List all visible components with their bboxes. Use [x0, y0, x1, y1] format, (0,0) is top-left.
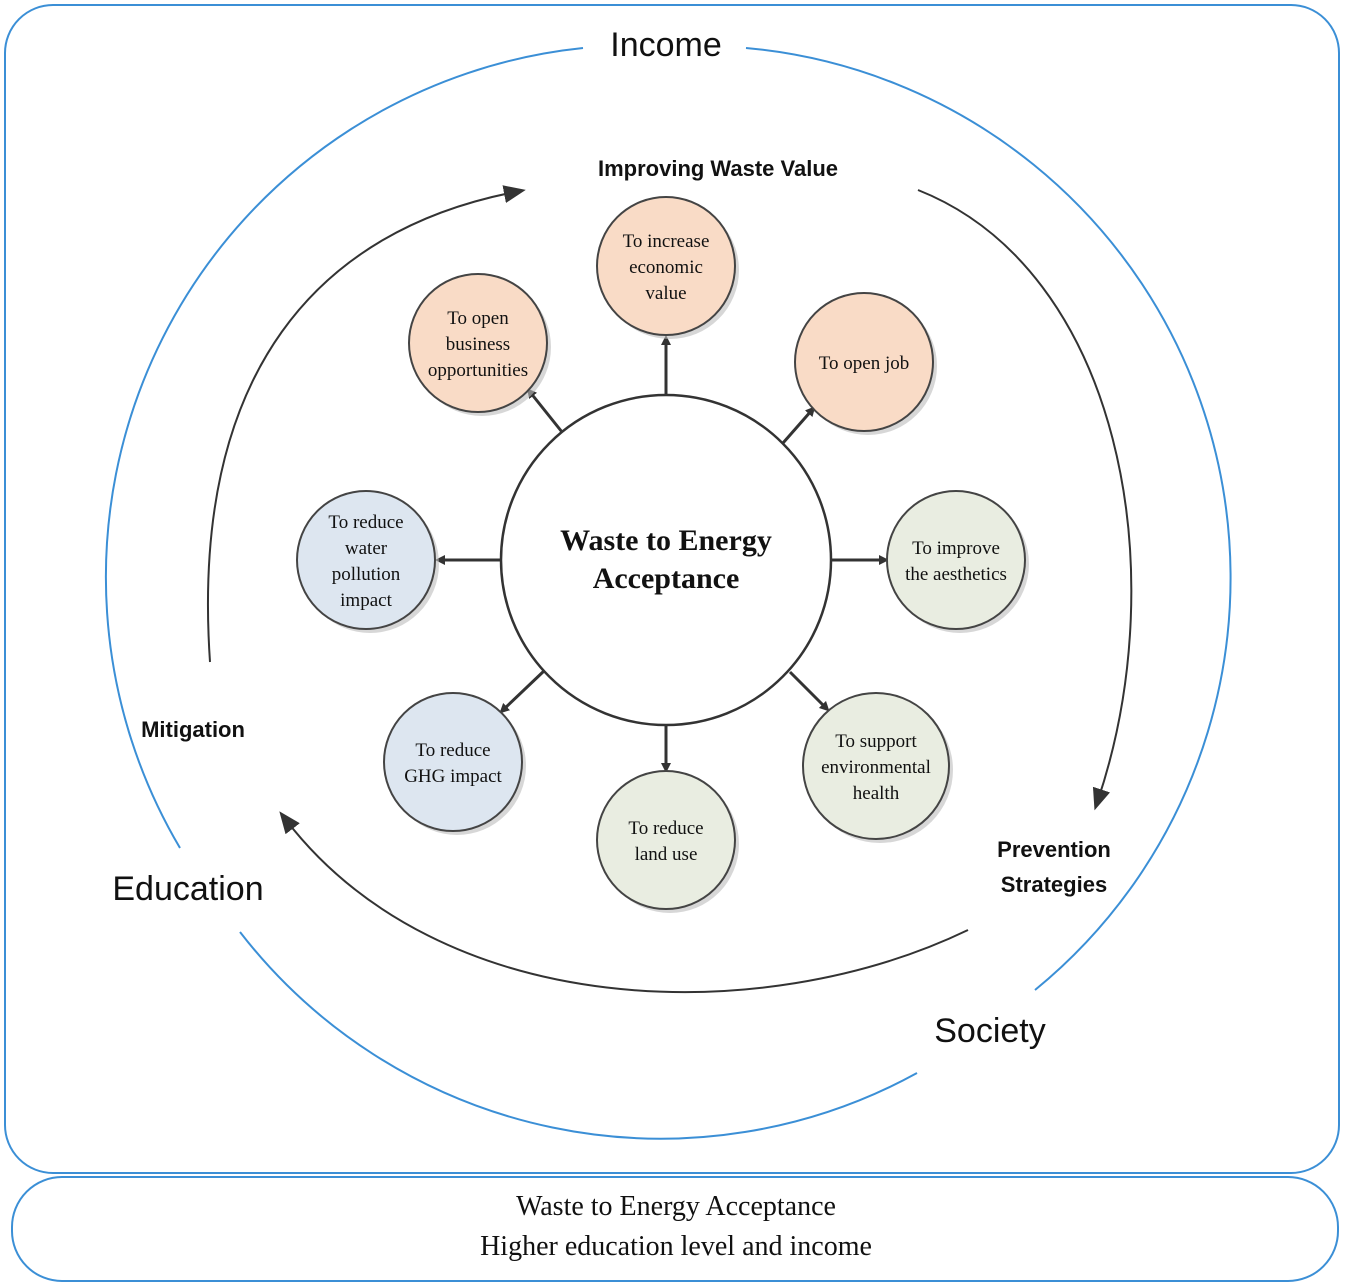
node-job: To open job: [794, 292, 937, 435]
spoke-arrow-ghg: [499, 668, 547, 714]
center-title-line1: Waste to Energy: [560, 524, 772, 557]
node-text-water: pollution: [332, 564, 401, 585]
center-circle: [499, 393, 833, 727]
footer-box: [11, 1176, 1339, 1282]
footer-line1: Waste to Energy Acceptance: [516, 1191, 836, 1222]
node-aesthetics: To improve the aesthetics: [886, 490, 1029, 633]
cycle-arrow-top: [206, 185, 526, 663]
node-text-economic: To increase: [623, 231, 710, 252]
cycle-arrow-right: [917, 189, 1133, 811]
node-text-water: To reduce: [328, 512, 403, 533]
node-economic: To increase economic value: [596, 196, 739, 339]
mitigation-label: Mitigation: [141, 717, 245, 742]
spoke-arrow-business: [526, 388, 564, 433]
center-title-line2: Acceptance: [593, 562, 740, 595]
node-text-ghg: GHG impact: [404, 766, 502, 787]
prevention-label-line1: Prevention: [997, 837, 1111, 862]
benefit-nodes: To increase economic value To open job To im…: [296, 196, 1029, 913]
node-circle-health: [802, 692, 950, 840]
node-text-job: To open job: [819, 353, 910, 374]
node-text-aesthetics: To improve: [912, 538, 1000, 559]
node-business: To open business opportunities: [408, 273, 551, 416]
cycle-arrow-bottom: [279, 811, 969, 993]
node-land: To reduce land use: [596, 770, 739, 913]
outer-blue-circle: [104, 47, 1232, 1140]
node-text-land: land use: [635, 844, 698, 865]
node-text-land: To reduce: [628, 818, 703, 839]
node-text-ghg: To reduce: [415, 740, 490, 761]
node-circle-land: [596, 770, 736, 910]
node-circle-economic: [596, 196, 736, 336]
node-text-economic: economic: [629, 257, 703, 278]
node-text-health: health: [853, 783, 900, 804]
node-water: To reduce water pollution impact: [296, 490, 439, 633]
node-text-business: business: [446, 334, 510, 355]
society-label: Society: [934, 1012, 1046, 1050]
spoke-arrow-health: [788, 670, 830, 712]
improving-waste-value-label: Improving Waste Value: [598, 156, 838, 181]
cycle-arrows: [206, 185, 1133, 993]
node-text-health: environmental: [821, 757, 931, 778]
node-text-economic: value: [645, 283, 686, 304]
income-label: Income: [610, 26, 722, 64]
node-text-health: To support: [835, 731, 917, 752]
spoke-arrows: [435, 335, 889, 773]
node-text-water: water: [345, 538, 388, 559]
node-health: To support environmental health: [802, 692, 953, 843]
footer-line2: Higher education level and income: [480, 1231, 872, 1262]
spoke-arrow-job: [781, 406, 816, 444]
node-text-aesthetics: the aesthetics: [905, 564, 1007, 585]
node-circle-job: [794, 292, 934, 432]
node-text-water: impact: [340, 590, 392, 611]
node-circle-water: [296, 490, 436, 630]
node-circle-ghg: [383, 692, 523, 832]
node-text-business: To open: [447, 308, 509, 329]
education-label: Education: [112, 870, 263, 908]
node-text-business: opportunities: [428, 360, 528, 381]
node-circle-business: [408, 273, 548, 413]
node-circle-aesthetics: [886, 490, 1026, 630]
outer-frame: [4, 4, 1340, 1174]
prevention-label-line2: Strategies: [1001, 872, 1107, 897]
